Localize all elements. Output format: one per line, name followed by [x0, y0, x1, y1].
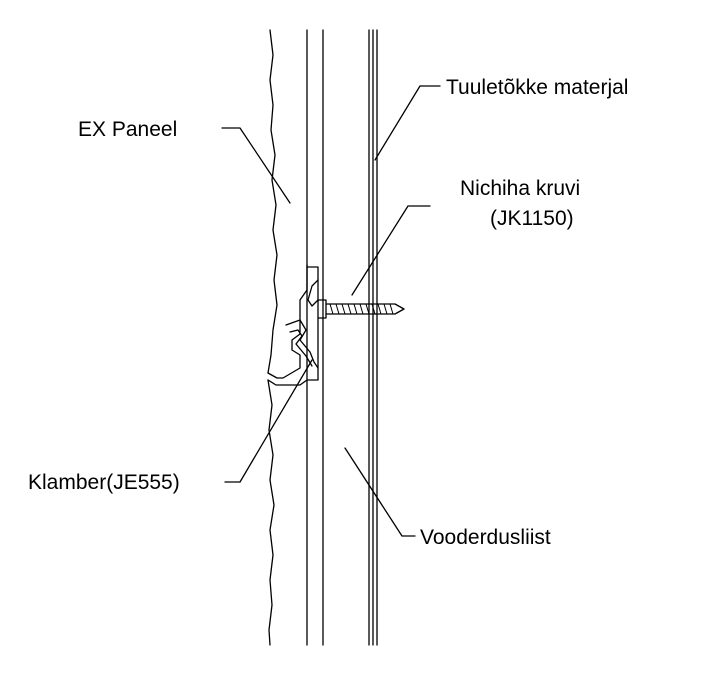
leader-ex-panel [221, 127, 291, 204]
leader-nichiha [351, 205, 431, 296]
clip-hook-lower-inner [289, 329, 313, 367]
panel-break-line-lower [267, 379, 275, 646]
clip-hook-lower [285, 319, 319, 369]
furring-strip-label: Vooderdusliist [420, 526, 551, 549]
leader-klamber [224, 359, 313, 483]
leader-vooderdus [344, 447, 416, 537]
clip-body [306, 266, 319, 381]
panel-joint [267, 264, 308, 379]
ex-panel-label: EX Paneel [78, 118, 178, 141]
screw-code-label: (JK1150) [490, 207, 574, 230]
panel-break-line [267, 29, 278, 374]
leader-tuuletokke [374, 85, 441, 161]
wind-barrier-label: Tuuletõkke materjal [446, 76, 629, 99]
clip-hook-upper [307, 279, 319, 307]
screw-label: Nichiha kruvi [460, 177, 581, 200]
panel-joint-lower [267, 379, 308, 386]
screw-head [317, 299, 327, 319]
screw-thread [329, 303, 394, 315]
clip-label: Klamber(JE555) [28, 471, 180, 494]
